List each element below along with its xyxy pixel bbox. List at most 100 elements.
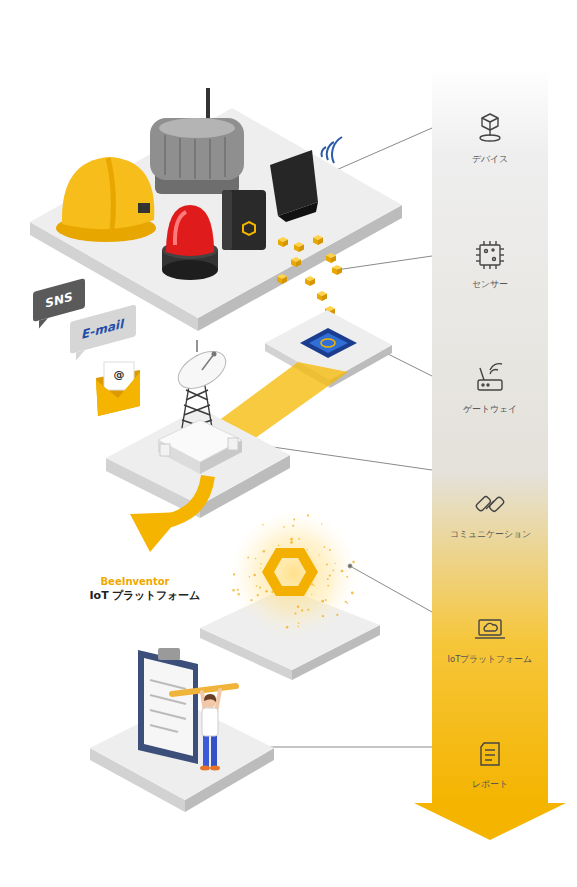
sparkle-dot	[232, 514, 355, 628]
sparkle-dot	[238, 593, 240, 595]
gateway-icon-part	[482, 384, 484, 386]
data-cube-face	[337, 268, 342, 276]
sparkle-dot	[247, 557, 249, 559]
gateway-enclosure-part	[150, 118, 244, 180]
sparkle-dot	[342, 570, 343, 571]
communication-icon-part	[475, 496, 491, 512]
sparkle-dot	[294, 612, 296, 614]
gateway-enclosure	[150, 88, 244, 194]
gateway-enclosure-part	[164, 135, 166, 175]
gateway-icon-part	[478, 380, 502, 390]
tower-base-part	[228, 438, 238, 450]
person-part	[210, 766, 220, 771]
helmet-part	[108, 158, 113, 230]
clipboard-part	[158, 648, 180, 660]
wall-sensor-part	[332, 137, 342, 163]
sensor-icon-part	[500, 248, 504, 249]
sensor-icon-part	[495, 265, 496, 269]
gateway-icon-part	[490, 370, 498, 374]
speech-bubble: E-mail	[70, 304, 136, 354]
sensor-box-part	[222, 190, 232, 250]
bubble-tail	[76, 350, 85, 360]
sensor-icon-part	[483, 265, 484, 269]
platform-tile-part	[230, 510, 358, 638]
warning-siren	[162, 205, 218, 280]
sensor-icon-part	[489, 265, 490, 269]
data-cube-face	[326, 256, 331, 264]
sparkle-dot	[262, 524, 264, 526]
data-cube-face	[277, 277, 282, 285]
sensor-icon-part	[480, 245, 500, 265]
leader-line-part	[336, 256, 432, 270]
sparkle-dot	[329, 575, 331, 577]
mail-envelope	[96, 362, 140, 416]
sparkle-dot	[341, 570, 344, 573]
clipboard-part	[144, 658, 193, 756]
sparkle-dot	[325, 599, 327, 601]
sparkle-dot	[265, 590, 267, 592]
sparkle-dot	[327, 578, 329, 580]
data-cube-face	[282, 277, 287, 285]
report-icon	[481, 743, 499, 765]
sparkle-dot	[329, 549, 331, 551]
sparkle-dot	[307, 549, 308, 550]
platform-icon-part	[479, 620, 501, 635]
antenna-tower-part	[186, 390, 208, 400]
sparkle-dot	[263, 550, 265, 552]
device-icon	[480, 114, 500, 141]
sensor-icon-part	[492, 249, 494, 251]
sparkle-dot	[327, 585, 329, 587]
satellite-dish-part	[212, 352, 217, 357]
gateway-icon-part	[487, 384, 489, 386]
sparkle-dot	[307, 609, 309, 611]
antenna-tower-part	[186, 390, 208, 400]
sparkle-dot	[321, 523, 322, 524]
sensor-icon-part	[489, 241, 490, 245]
sparkle-dot	[322, 615, 324, 617]
person-part	[202, 708, 218, 736]
person-part	[203, 735, 209, 767]
sparkle-dot	[260, 563, 261, 564]
sparkle-dot	[311, 583, 313, 585]
tower-base-part	[158, 420, 242, 462]
person-part	[204, 694, 216, 702]
clipboard-part	[150, 680, 186, 689]
device-icon-part	[482, 118, 498, 130]
platform-icon-part	[475, 637, 505, 638]
person	[172, 686, 236, 771]
gateway-icon	[478, 364, 502, 390]
data-cube-face	[283, 240, 288, 248]
sensor-icon-part	[500, 254, 504, 255]
illustration-label: BeeInventor	[100, 576, 170, 587]
sparkle-dot	[286, 626, 289, 629]
illustration-label: @	[112, 369, 126, 381]
data-cube	[277, 235, 342, 316]
platform-tile	[200, 510, 380, 680]
stage-label: コミュニケーション	[432, 530, 548, 539]
sparkle-dot	[347, 602, 349, 604]
sensor-icon-part	[495, 241, 496, 245]
stage-label: センサー	[432, 280, 548, 289]
satellite-dish-part	[172, 344, 232, 396]
stage-label: ゲートウェイ	[432, 405, 548, 414]
report-icon-part	[485, 759, 492, 760]
satellite-dish-part	[202, 354, 214, 370]
data-cube-face	[310, 279, 315, 287]
report-icon-part	[485, 749, 495, 750]
sparkle-dot	[345, 601, 347, 603]
device-tile-part	[30, 108, 402, 318]
sparkle-dot	[259, 587, 261, 589]
satellite-dish-part	[196, 340, 197, 352]
data-cube-face	[294, 245, 299, 253]
sparkle-dot	[324, 546, 326, 548]
tower-base-part	[160, 444, 170, 456]
warning-siren-part	[175, 212, 186, 245]
gateway-enclosure-part	[179, 138, 181, 178]
gateway-icon-part	[490, 364, 502, 370]
sparkle-dot	[333, 570, 335, 572]
sparkle-dot	[255, 558, 256, 559]
speech-bubble: SNS	[33, 278, 85, 322]
stage-label: IoTプラットフォーム	[432, 655, 548, 664]
report-icon-part	[485, 754, 495, 755]
flow-band-part	[432, 68, 548, 804]
